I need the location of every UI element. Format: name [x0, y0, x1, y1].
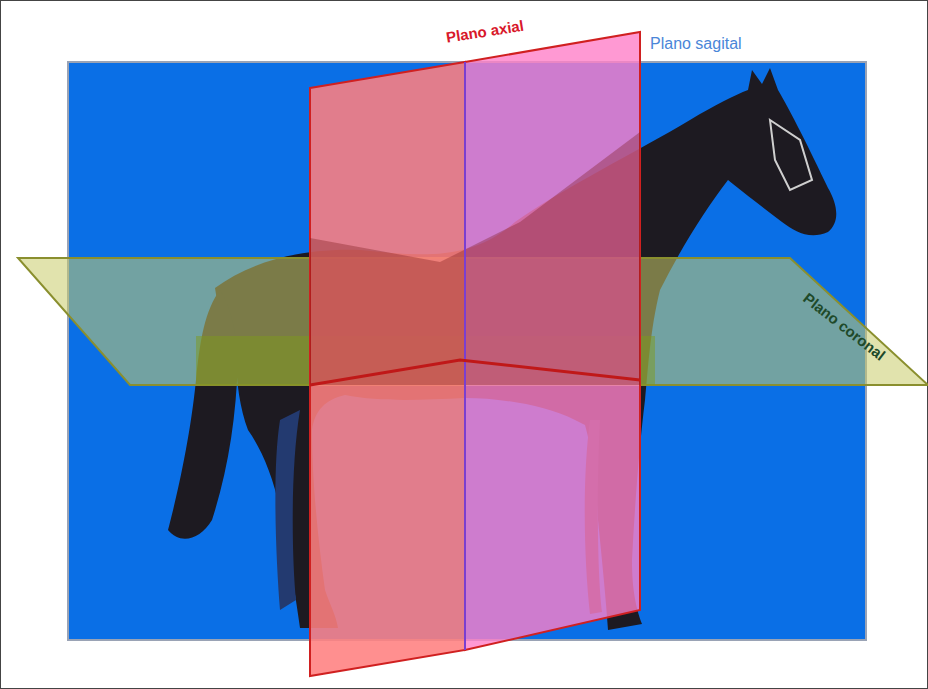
section-outline	[310, 360, 640, 385]
sagittal-line	[464, 62, 466, 650]
plane-label: Plano sagital	[650, 36, 742, 52]
axial-section	[310, 132, 640, 385]
